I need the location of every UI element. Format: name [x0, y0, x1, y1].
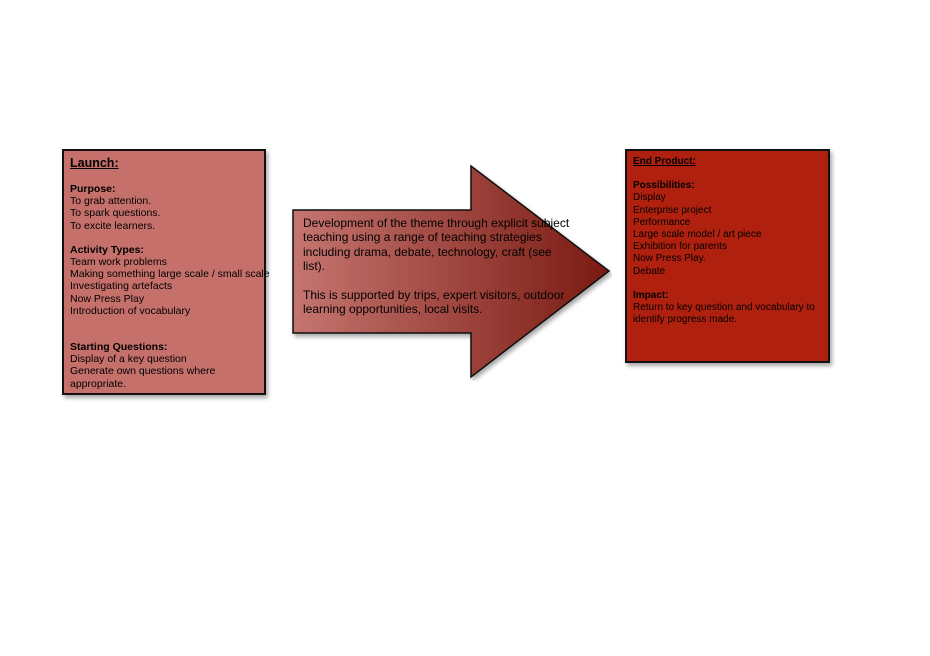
launch-activity-item: Introduction of vocabulary — [70, 304, 191, 317]
launch-purpose-item: To excite learners. — [70, 219, 156, 232]
arrow-shape — [292, 164, 611, 379]
development-paragraph-1: Development of the theme through explici… — [303, 216, 570, 274]
launch-purpose-item: To spark questions. — [70, 207, 161, 220]
launch-starting-item: Display of a key question — [70, 353, 187, 366]
launch-purpose-item: To grab attention. — [70, 195, 152, 208]
launch-title: Launch: — [70, 156, 119, 170]
end-possibility-item: Exhibition for parents — [633, 241, 727, 253]
end-possibility-item: Display — [633, 192, 666, 204]
launch-starting-item: Generate own questions where appropriate… — [70, 365, 216, 390]
development-paragraph-2: This is supported by trips, expert visit… — [303, 287, 565, 317]
development-text: Development of the theme through explici… — [303, 216, 575, 316]
end-possibility-item: Performance — [633, 216, 691, 228]
end-product-title: End Product: — [633, 156, 696, 167]
end-possibility-item: Debate — [633, 265, 666, 277]
end-possibility-item: Now Press Play. — [633, 253, 706, 265]
launch-starting-title: Starting Questions: — [70, 341, 168, 354]
end-product-box: End Product: Possibilities: Display Ente… — [625, 149, 830, 363]
launch-activity-item: Making something large scale / small sca… — [70, 268, 270, 281]
launch-activity-item: Investigating artefacts — [70, 280, 173, 293]
launch-activity-item: Now Press Play — [70, 292, 145, 305]
end-possibilities-title: Possibilities: — [633, 180, 695, 192]
end-possibility-item: Large scale model / art piece — [633, 229, 762, 241]
arrow-polygon — [292, 164, 611, 379]
launch-activity-title: Activity Types: — [70, 243, 144, 256]
launch-box: Launch: Purpose: To grab attention. To s… — [62, 149, 270, 395]
end-possibility-item: Enterprise project — [633, 204, 712, 216]
end-impact-title: Impact: — [633, 289, 669, 301]
development-arrow — [290, 163, 612, 381]
launch-purpose-title: Purpose: — [70, 183, 116, 195]
end-impact-item: Return to key question and vocabulary to… — [633, 302, 815, 326]
launch-activity-item: Team work problems — [70, 256, 167, 269]
